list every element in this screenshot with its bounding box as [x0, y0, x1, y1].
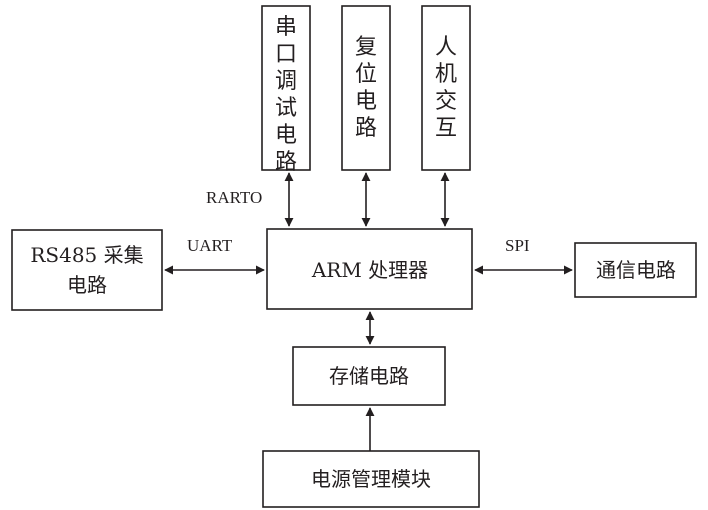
spi-label: SPI	[505, 236, 530, 255]
storage-label: 存储电路	[329, 364, 409, 388]
storage-node: 存储电路	[292, 346, 446, 406]
comm-node: 通信电路	[574, 242, 697, 298]
uart-label: UART	[187, 236, 233, 255]
reset-label: 复位电路	[355, 35, 377, 141]
rs485-node: RS485 采集 电路	[11, 229, 163, 311]
arm-processor-label: ARM 处理器	[311, 258, 428, 282]
arm-processor-node: ARM 处理器	[266, 228, 473, 310]
comm-label: 通信电路	[596, 258, 676, 282]
hmi-label: 人机交互	[435, 35, 457, 141]
rs485-label-line2: 电路	[67, 273, 107, 297]
rs485-label-line1: RS485 采集	[30, 243, 143, 267]
power-node: 电源管理模块	[262, 450, 480, 508]
rarto-label: RARTO	[206, 188, 262, 207]
reset-node: 复位电路	[341, 5, 391, 171]
power-label: 电源管理模块	[311, 467, 431, 491]
serial-debug-label: 串口调试电路	[275, 15, 297, 175]
serial-debug-node: 串口调试电路	[261, 5, 311, 175]
hmi-node: 人机交互	[421, 5, 471, 171]
